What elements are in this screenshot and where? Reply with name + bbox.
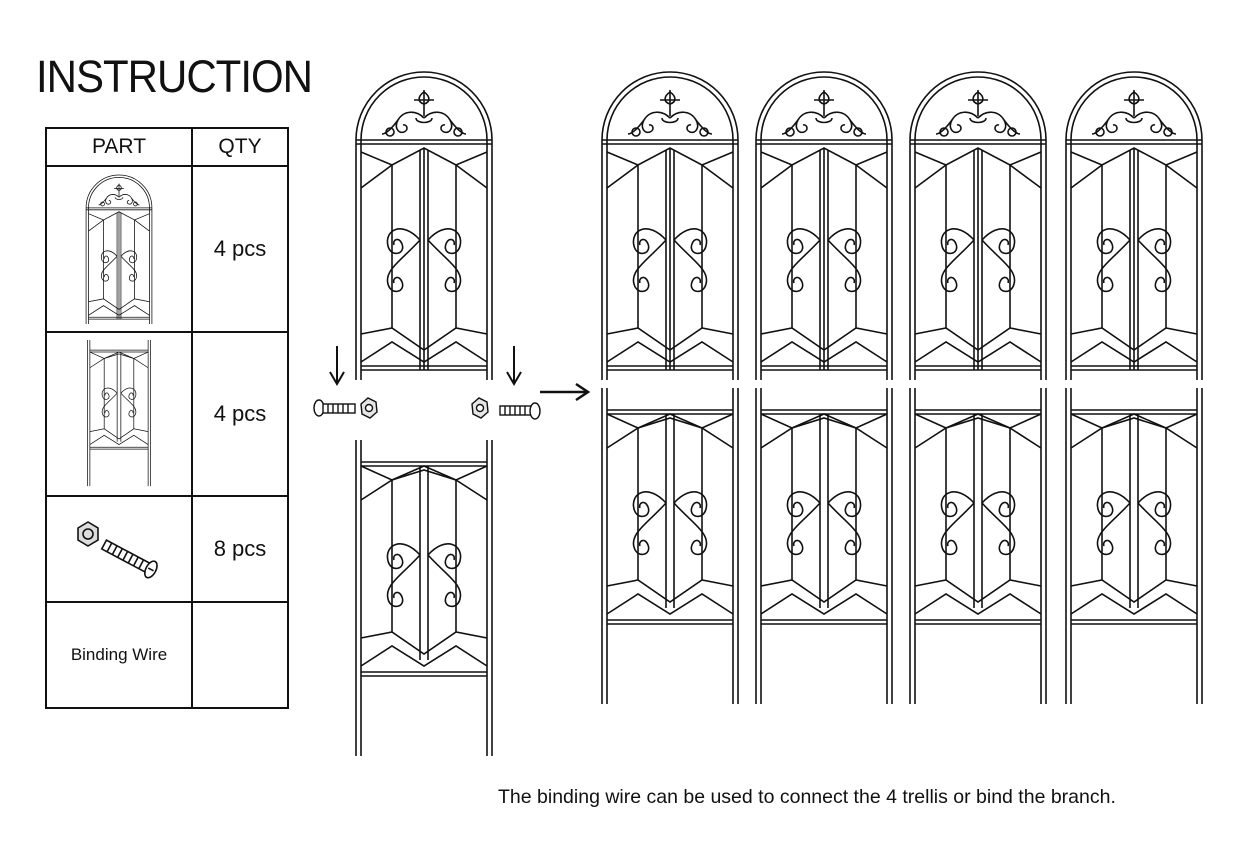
bolt-icon xyxy=(499,402,541,420)
parts-table: PART QTY 4 pcs 4 pcs xyxy=(45,127,289,709)
assembled-trellis-panel xyxy=(601,71,739,705)
exploded-top-panel xyxy=(355,71,493,381)
qty-cell: 4 pcs xyxy=(191,331,289,497)
assembled-trellis-panel xyxy=(755,71,893,705)
qty-column-header: QTY xyxy=(191,127,289,167)
page-title: INSTRUCTION xyxy=(36,51,313,102)
qty-cell xyxy=(191,601,289,709)
part-cell xyxy=(45,165,193,333)
bolt-icon xyxy=(313,399,356,417)
part-cell xyxy=(45,495,193,603)
table-row: Binding Wire xyxy=(45,601,289,709)
binding-wire-label: Binding Wire xyxy=(45,601,193,709)
part-column-header: PART xyxy=(45,127,193,167)
binding-wire-note: The binding wire can be used to connect … xyxy=(498,786,1116,808)
assembled-trellis-panel xyxy=(1065,71,1203,705)
table-row: 4 pcs xyxy=(45,331,289,497)
part-cell xyxy=(45,331,193,497)
exploded-bottom-panel xyxy=(355,439,493,757)
table-row: 4 pcs xyxy=(45,165,289,333)
bolt-and-nut-icon xyxy=(77,521,158,579)
qty-cell: 4 pcs xyxy=(191,165,289,333)
down-arrow-icon xyxy=(506,346,522,386)
down-arrow-icon xyxy=(329,346,345,386)
assembled-trellis-panel xyxy=(909,71,1047,705)
right-arrow-icon xyxy=(540,382,591,402)
nut-icon xyxy=(471,397,489,419)
nut-icon xyxy=(360,397,378,419)
table-header-row: PART QTY xyxy=(45,127,289,167)
qty-cell: 8 pcs xyxy=(191,495,289,603)
table-row: 8 pcs xyxy=(45,495,289,603)
